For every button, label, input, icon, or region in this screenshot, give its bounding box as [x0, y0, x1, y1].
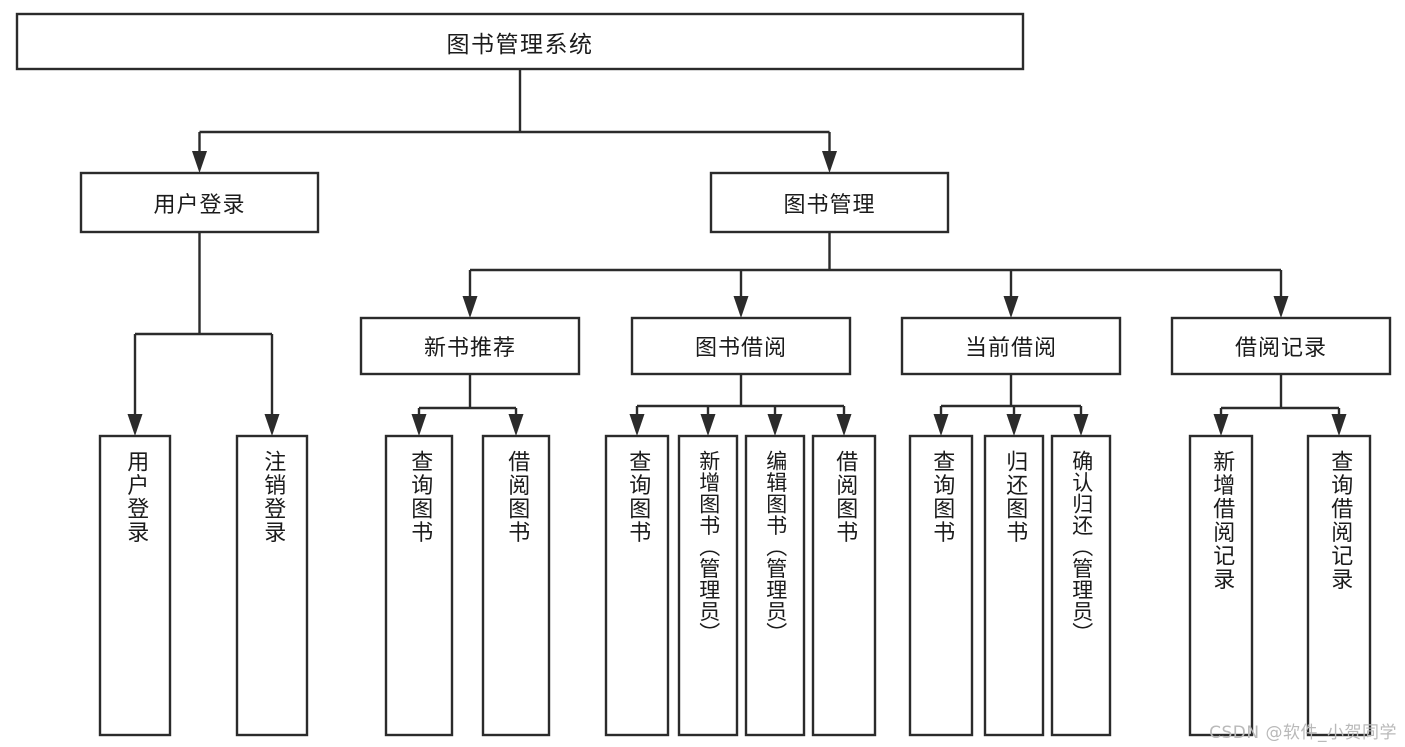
node-box-leaf_user_login[interactable]: [98, 434, 172, 737]
node-box-leaf_br_lend[interactable]: [811, 434, 877, 737]
node-box-leaf_user_logout[interactable]: [235, 434, 309, 737]
node-box-l3_new[interactable]: [359, 316, 581, 376]
edge-arrowhead-l3_record: [1273, 296, 1289, 318]
edge-arrowhead-leaf_rec_add: [1213, 414, 1229, 436]
node-box-leaf_new_query[interactable]: [384, 434, 454, 737]
node-box-leaf_cur_query[interactable]: [908, 434, 974, 737]
edge-arrowhead-l3_new: [462, 296, 478, 318]
node-box-leaf_new_borrow[interactable]: [481, 434, 551, 737]
edge-arrowhead-leaf_user_logout: [264, 414, 280, 436]
edge-arrowhead-leaf_cur_return: [1006, 414, 1022, 436]
edge-arrowhead-leaf_br_add: [700, 414, 716, 436]
edge-arrowhead-leaf_user_login: [127, 414, 143, 436]
node-box-leaf_br_add[interactable]: [677, 434, 739, 737]
edge-arrowhead-leaf_br_edit: [767, 414, 783, 436]
node-box-root[interactable]: [15, 12, 1025, 71]
edge-arrowhead-leaf_br_lend: [836, 414, 852, 436]
node-box-leaf_br_edit[interactable]: [744, 434, 806, 737]
edge-arrowhead-l2_book: [822, 151, 837, 173]
node-box-l2_user[interactable]: [79, 171, 320, 234]
edge-arrowhead-l2_user: [192, 151, 207, 173]
node-box-leaf_br_query[interactable]: [604, 434, 670, 737]
boxes-layer: [15, 12, 1392, 737]
node-box-leaf_rec_query[interactable]: [1306, 434, 1372, 737]
node-box-leaf_rec_add[interactable]: [1188, 434, 1254, 737]
node-box-l3_current[interactable]: [900, 316, 1122, 376]
node-box-leaf_cur_return[interactable]: [983, 434, 1045, 737]
node-box-l3_record[interactable]: [1170, 316, 1392, 376]
node-box-l2_book[interactable]: [709, 171, 950, 234]
edge-arrowhead-l3_borrow: [733, 296, 749, 318]
edge-arrowhead-leaf_new_query: [411, 414, 427, 436]
edge-arrowhead-l3_current: [1003, 296, 1019, 318]
node-box-leaf_cur_confirm[interactable]: [1050, 434, 1112, 737]
edge-arrowhead-leaf_cur_confirm: [1073, 414, 1089, 436]
edge-arrowhead-leaf_br_query: [629, 414, 645, 436]
node-box-l3_borrow[interactable]: [630, 316, 852, 376]
edge-arrowhead-leaf_new_borrow: [508, 414, 524, 436]
edges-layer: [127, 69, 1347, 436]
edge-arrowhead-leaf_cur_query: [933, 414, 949, 436]
edge-arrowhead-leaf_rec_query: [1331, 414, 1347, 436]
